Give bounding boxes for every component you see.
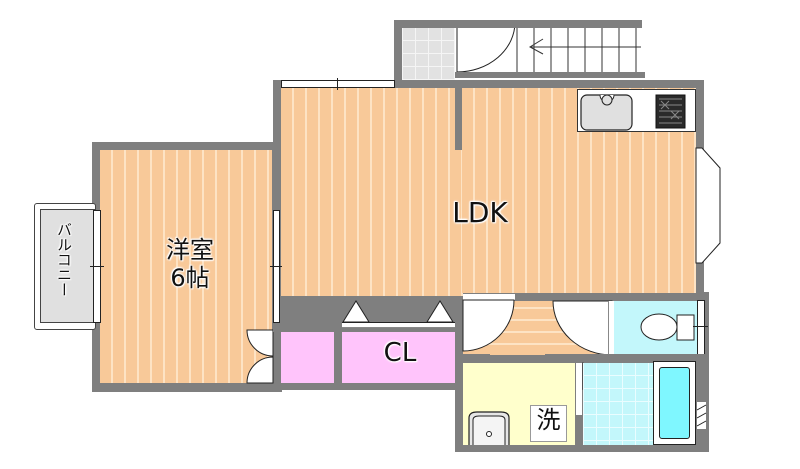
sliding-door-mark [270,266,282,267]
window-mullion [337,78,338,90]
closet-label: CL [383,338,417,368]
entrance-left-wall [394,20,402,84]
closet-top-wall [273,324,461,332]
folding-door-icon [342,300,454,323]
ldk-label: LDK [452,196,508,229]
stairs-steps-icon [516,22,641,72]
entrance-tile [402,28,455,84]
bathtub-basin [659,367,690,439]
stairs-top-wall [394,20,642,28]
hall-door-swing-right-icon [552,300,613,356]
closet-door-swing-icon [246,329,274,384]
hall-bottom-wall-right [545,354,709,363]
washroom-label: 洗 [536,406,561,434]
bathroom-floor [583,363,653,445]
hall-door-jamb [608,301,614,355]
hall-door-swing-left-icon [462,294,515,352]
toilet-window-mark [693,326,708,327]
bath-window-icon [696,402,707,429]
closet-door-strip [342,322,455,328]
wash-basin-icon [468,411,510,445]
kitchen-sink-icon [580,94,633,131]
western-room-floor [100,150,272,383]
balcony-floor [40,209,96,323]
ldk-floor-left [281,88,463,296]
hall-bottom-wall-left [455,354,490,363]
entrance-door-swing-icon [456,21,516,73]
balcony-window-mark [90,266,104,267]
western-room-size: 6帖 [170,264,210,292]
ldk-partition-stub [455,80,462,150]
ldk-top-window [281,80,395,88]
western-room-name: 洋室 [166,236,214,264]
stairs-bottom-wall [455,72,645,78]
balcony-label: バルコニー [55,222,73,297]
small-closet [281,332,334,383]
gas-stove-icon [655,94,686,129]
bath-door [576,363,582,415]
bay-window-icon [695,147,721,264]
main-closet [342,332,455,383]
toilet-icon [640,313,695,341]
closet-divider [334,324,342,390]
washer-pan [530,405,567,442]
toilet-window [697,300,705,355]
